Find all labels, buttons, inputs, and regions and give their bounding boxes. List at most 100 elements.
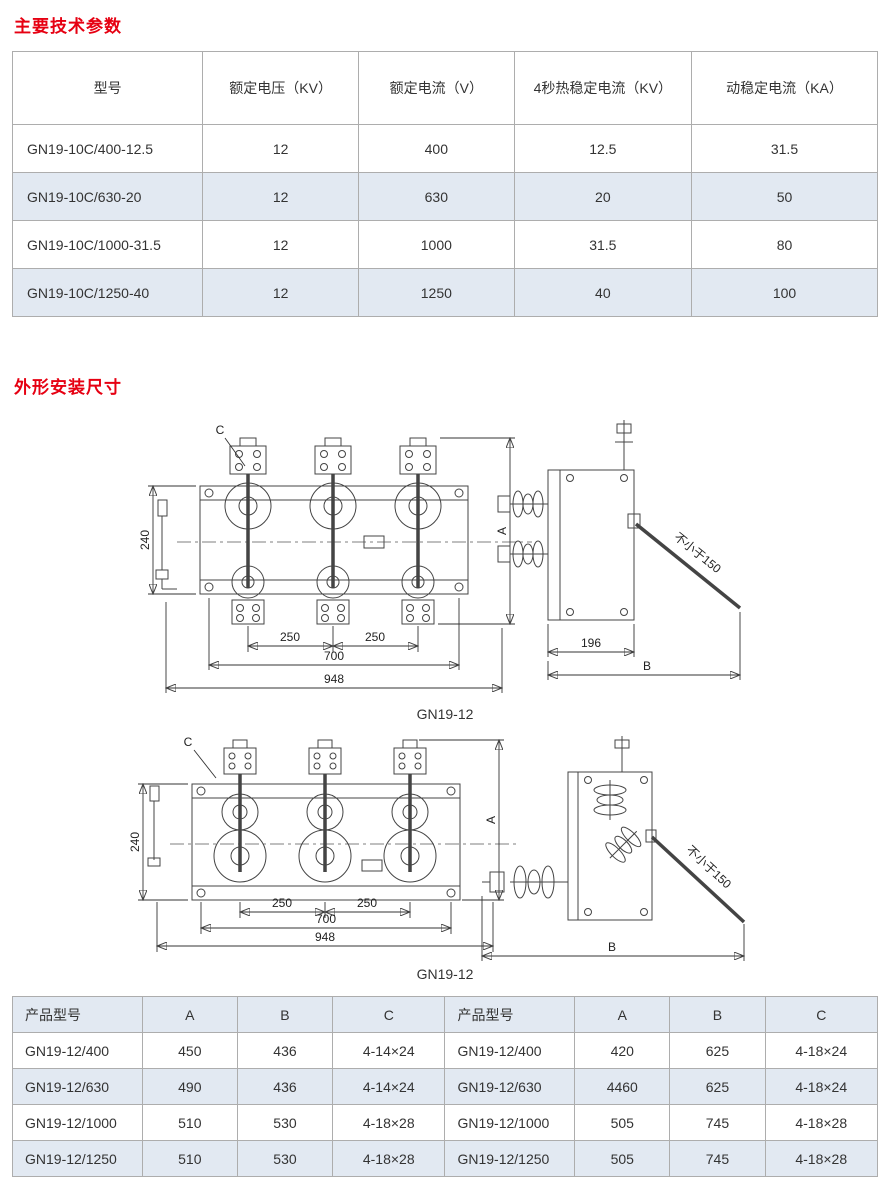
table-row: GN19-10C/1000-31.5 12 1000 31.5 80 <box>11 220 879 269</box>
svg-text:250: 250 <box>365 630 385 644</box>
cell-value: 436 <box>236 1068 334 1105</box>
cell-value: 1000 <box>357 220 515 269</box>
pole-assembly <box>394 437 442 625</box>
cell-value: 630 <box>357 172 515 221</box>
front-view <box>155 437 532 625</box>
table-row: GN19-12/1000 510 530 4-18×28 GN19-12/100… <box>12 1104 878 1141</box>
cell-value: 510 <box>141 1140 238 1177</box>
cell-value: 4-18×28 <box>332 1140 446 1177</box>
table-row: GN19-12/1250 510 530 4-18×28 GN19-12/125… <box>12 1140 878 1177</box>
cell-value: 50 <box>690 172 879 221</box>
cell-value: 4-18×24 <box>764 1032 878 1069</box>
col-header-b: B <box>236 996 334 1033</box>
dimensions-table: 产品型号 A B C 产品型号 A B C GN19-12/400 450 43… <box>12 996 878 1177</box>
cell-model: GN19-12/630 <box>12 1068 143 1105</box>
insulator <box>497 490 548 518</box>
cell-value: 400 <box>357 124 515 173</box>
parameters-header-row: 型号 额定电压（KV） 额定电流（V） 4秒热稳定电流（KV） 动稳定电流（KA… <box>11 51 879 125</box>
dim-250-pair: 250 250 <box>240 896 410 918</box>
cell-value: 530 <box>236 1140 334 1177</box>
svg-text:700: 700 <box>316 912 336 926</box>
col-header-rated-current: 额定电流（V） <box>357 51 515 125</box>
min-clearance-label: 不小于150 <box>671 530 724 576</box>
dim-c: C <box>216 423 246 467</box>
operating-lever <box>147 785 161 867</box>
svg-text:700: 700 <box>324 649 344 663</box>
cell-value: 530 <box>236 1104 334 1141</box>
cell-value: 745 <box>669 1140 766 1177</box>
table-row: GN19-12/400 450 436 4-14×24 GN19-12/400 … <box>12 1032 878 1069</box>
cell-value: 40 <box>513 268 692 317</box>
svg-text:250: 250 <box>272 896 292 910</box>
col-header-a: A <box>141 996 238 1033</box>
cell-model: GN19-10C/1000-31.5 <box>11 220 204 269</box>
table-row: GN19-10C/1250-40 12 1250 40 100 <box>11 268 879 317</box>
dim-700: 700 <box>209 598 459 670</box>
operating-rod <box>627 513 742 610</box>
min-clearance-label: 不小于150 <box>683 843 734 892</box>
cell-value: 625 <box>669 1068 766 1105</box>
dim-b: B <box>548 612 740 680</box>
cell-model: GN19-10C/630-20 <box>11 172 204 221</box>
svg-text:196: 196 <box>581 636 601 650</box>
outline-drawing-2: C 240 A 250 250 <box>12 732 878 982</box>
svg-text:C: C <box>184 735 193 749</box>
cell-value: 436 <box>236 1032 334 1069</box>
svg-text:240: 240 <box>128 832 142 852</box>
cell-model: GN19-12/1250 <box>444 1140 576 1177</box>
col-header-thermal-current: 4秒热稳定电流（KV） <box>513 51 692 125</box>
cell-model: GN19-10C/400-12.5 <box>11 124 204 173</box>
cell-value: 510 <box>141 1104 238 1141</box>
dim-948: 948 <box>157 902 493 952</box>
dim-a: A <box>419 740 504 900</box>
pole-assembly <box>298 739 352 883</box>
cell-model: GN19-12/1000 <box>444 1104 576 1141</box>
table-row: GN19-10C/400-12.5 12 400 12.5 31.5 <box>11 124 879 173</box>
drawing-2-svg: C 240 A 250 250 <box>128 735 746 961</box>
svg-text:250: 250 <box>357 896 377 910</box>
dim-240: 240 <box>128 784 188 900</box>
cell-value: 12 <box>202 268 359 317</box>
svg-text:948: 948 <box>315 930 335 944</box>
col-header-product-model: 产品型号 <box>12 996 143 1033</box>
svg-text:250: 250 <box>280 630 300 644</box>
dim-700: 700 <box>201 902 451 934</box>
cell-value: 4-18×28 <box>332 1104 446 1141</box>
cell-value: 100 <box>690 268 879 317</box>
cell-value: 12 <box>202 172 359 221</box>
cell-value: 450 <box>141 1032 238 1069</box>
cell-value: 4-14×24 <box>332 1068 446 1105</box>
dim-196: 196 <box>548 624 634 657</box>
cell-value: 490 <box>141 1068 238 1105</box>
svg-text:240: 240 <box>138 530 152 550</box>
svg-text:A: A <box>484 816 498 824</box>
svg-text:B: B <box>608 940 616 954</box>
cell-value: 12 <box>202 124 359 173</box>
cell-value: 4-18×28 <box>764 1140 878 1177</box>
cell-value: 1250 <box>357 268 515 317</box>
cell-model: GN19-12/400 <box>444 1032 576 1069</box>
dim-b: B <box>482 896 744 961</box>
side-view: 不小于150 <box>482 736 746 924</box>
parameters-table: 型号 额定电压（KV） 额定电流（V） 4秒热稳定电流（KV） 动稳定电流（KA… <box>11 51 879 317</box>
operating-lever <box>155 499 177 590</box>
insulator <box>605 826 642 863</box>
cell-value: 80 <box>690 220 879 269</box>
dimensions-header-row: 产品型号 A B C 产品型号 A B C <box>12 996 878 1033</box>
col-header-model: 型号 <box>11 51 204 125</box>
col-header-b: B <box>669 996 766 1033</box>
col-header-c: C <box>764 996 878 1033</box>
cell-model: GN19-12/1250 <box>12 1140 143 1177</box>
svg-text:948: 948 <box>324 672 344 686</box>
dim-948: 948 <box>166 602 502 693</box>
col-header-rated-voltage: 额定电压（KV） <box>202 51 359 125</box>
dim-240: 240 <box>138 486 196 594</box>
cell-value: 420 <box>574 1032 671 1069</box>
cell-value: 12.5 <box>513 124 692 173</box>
cell-value: 12 <box>202 220 359 269</box>
pole-assembly <box>224 437 272 625</box>
outline-drawing-1: C 240 A 250 250 <box>12 412 878 722</box>
col-header-a: A <box>574 996 671 1033</box>
operating-rod <box>645 829 746 924</box>
